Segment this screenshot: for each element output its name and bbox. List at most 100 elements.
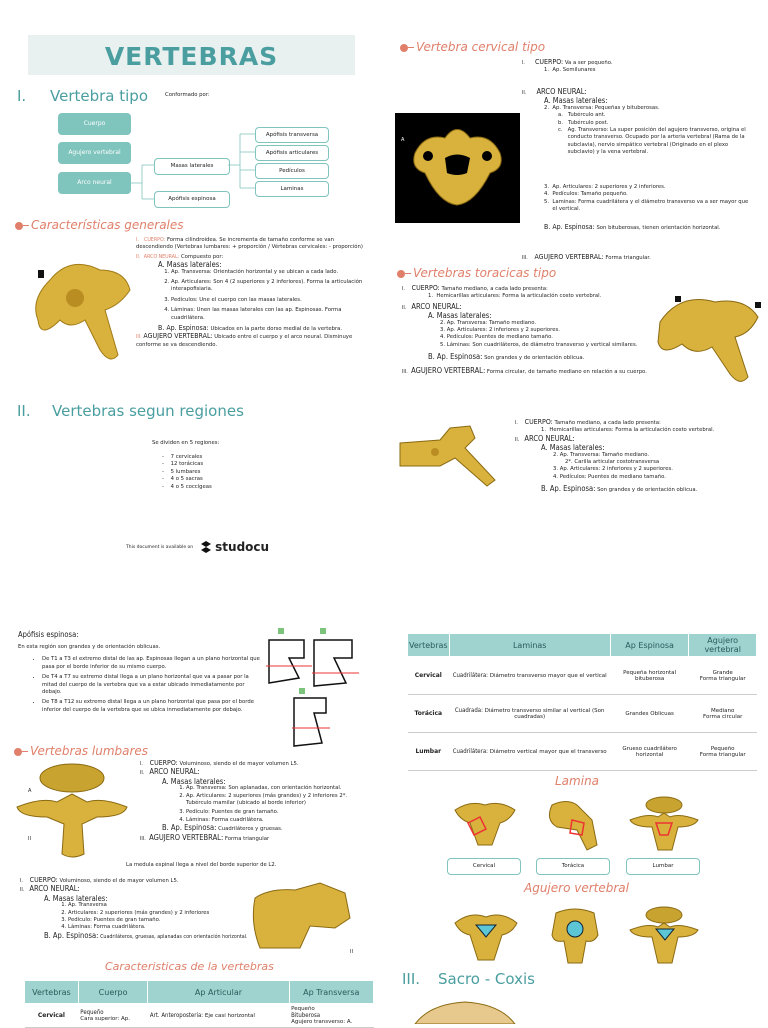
tor-l3-num: III. <box>402 368 408 375</box>
cmp-ag-1: Pequeño <box>710 745 735 752</box>
gen-b-label: B. Ap. Espinosa: <box>158 324 209 333</box>
lumb2-l1-label: CUERPO: <box>29 876 58 884</box>
spinous-process-diagram <box>266 628 359 747</box>
car-art-2: Eje casi horizontal <box>204 1013 255 1019</box>
cerv-l3-num: III. <box>522 255 528 261</box>
section-3-title: Sacro - Coxis <box>438 970 535 988</box>
gen-l2-text: Compuesto por: <box>180 253 224 260</box>
cerv-l2-label: ARCO NEURAL: <box>536 87 587 96</box>
lumb-masas-label: A. Masas laterales: <box>162 776 226 786</box>
lumb2-item-1: Ap. Transversa <box>68 902 260 909</box>
section-2-title: Vertebras segun regiones <box>52 402 244 420</box>
tor2-hemicarillas: 1. Hemicarillas articulares: Forma la ar… <box>541 427 715 434</box>
cmp-laminas-cell: Cuadrilátera: Diámetro vertical mayor qu… <box>449 732 611 771</box>
tor2-l1-num: I. <box>515 420 518 426</box>
tor-b-label: B. Ap. Espinosa: <box>428 352 483 362</box>
cervical-title: Vertebra cervical tipo <box>416 40 546 54</box>
lumb-b-text: Cuadriláteros y gruesas. <box>218 826 283 833</box>
agujero-lumbar-image <box>629 906 699 964</box>
cerv-sub-c: c. Ag. Transverso: La super posición del… <box>522 127 752 157</box>
gen-cuerpo-line: I. CUERPO: Forma cilindroidea. Se increm… <box>136 237 371 252</box>
section-3-number: III. <box>402 970 421 988</box>
lumb2-masas-list: Ap. Transversa Articulares: 2 superiores… <box>20 902 260 932</box>
car-cuerpo-1: Pequeño <box>80 1009 104 1016</box>
box-apofisis-transversa: Apófisis transversa <box>255 127 329 143</box>
svg-text:A: A <box>401 137 405 143</box>
agujero-toracica-image <box>551 908 599 964</box>
box-cuerpo: Cuerpo <box>58 113 131 135</box>
gen-l3-num: III. <box>136 334 142 341</box>
caracteristicas-table: Vertebras Cuerpo Ap Articular Ap Transve… <box>24 980 375 1028</box>
studocu-footer[interactable]: This document is available on studocu <box>126 540 269 554</box>
gen-item-3: Pedículos: Une el cuerpo con las masas l… <box>171 297 371 304</box>
caracteristicas-title: Caracteristicas de la vertebras <box>105 960 274 973</box>
cerv-l3-label: AGUJERO VERTEBRAL: <box>534 253 604 261</box>
cervical-heading: Vertebra cervical tipo <box>400 40 545 54</box>
bullet-dot-icon <box>397 269 405 278</box>
region-item: - 12 torácicas <box>162 461 204 468</box>
apofisis-item-1: De T1 a T3 el extremo distal de las ap. … <box>42 656 263 671</box>
cerv-sub-a: a. Tubérculo ant. <box>558 112 606 119</box>
tor2-item: 2. Ap. Transversa: Tamaño mediano. <box>553 451 650 458</box>
cmp-espinosa-cell: Grueso cuadrilátero horizontal <box>610 732 689 771</box>
tor-l3-label: AGUJERO VERTEBRAL: <box>411 365 486 375</box>
cerv-cuerpo-line: I. CUERPO: Va a ser pequeño. <box>522 58 752 67</box>
gen-l1-num: I. <box>136 237 139 243</box>
cerv-l3-text: Forma triangular. <box>605 255 651 261</box>
lamina-label-lumbar: Lumbar <box>626 858 700 875</box>
gen-l3-label: AGUJERO VERTEBRAL: <box>143 332 213 341</box>
cervical-agujero: III. AGUJERO VERTEBRAL: Forma triangular… <box>522 253 752 262</box>
cervical-rest: 3. Ap. Articulares: 2 superiores y 2 inf… <box>544 184 754 232</box>
lamina-cervical-image <box>454 802 516 846</box>
generales-text: I. CUERPO: Forma cilindroidea. Se increm… <box>136 237 371 349</box>
cerv-transversa: 2. Ap. Transversa: Pequeñas y bituberosa… <box>544 104 660 111</box>
gen-l3-text: Ubicado entre el cuerpo y el arco neural… <box>136 334 353 348</box>
generales-heading: Características generales <box>15 218 184 232</box>
gen-l2-label: ARCO NEURAL: <box>143 253 180 260</box>
section-1-number: I. <box>17 87 27 105</box>
cerv-sub-c-text: Ag. Transverso: La super posición del ag… <box>567 127 746 156</box>
bullet-dot-icon <box>14 747 22 756</box>
cmp-vertebra-cell: Cervical <box>407 656 450 695</box>
toracicas-title: Vertebras toracicas tipo <box>413 266 557 280</box>
car-tr-2: Bituberosa <box>291 1012 321 1019</box>
agujero-cervical-image <box>454 914 518 961</box>
lumbares-title: Vertebras lumbares <box>30 744 149 758</box>
lumb-cuerpo-line: I. CUERPO: Voluminoso, siendo el de mayo… <box>140 759 365 768</box>
cerv-semilunares: 1. Ap. Semilunares <box>544 67 596 74</box>
region-item: - 4 o 5 sacras <box>162 476 203 483</box>
cmp-lam-text: Diámetro vertical mayor que el transvers… <box>489 749 607 755</box>
tor2-b-text: Son grandes y de orientación oblicua. <box>597 487 698 494</box>
tor-espinosa: B. Ap. Espinosa: Son grandes y de orient… <box>402 353 662 362</box>
gen-masas-list: Ap. Transversa: Orientación horizontal y… <box>136 269 371 322</box>
tor-agujero: III. AGUJERO VERTEBRAL: Forma circular, … <box>402 365 662 376</box>
cmp-row-lumbar: Lumbar Cuadrilátera: Diámetro vertical m… <box>407 732 757 771</box>
cerv-sub-a-text: Tubérculo ant. <box>567 112 606 119</box>
gen-item-1: Ap. Transversa: Orientación horizontal y… <box>171 269 371 276</box>
cerv-espinosa: B. Ap. Espinosa: Son bituberosas, tienen… <box>544 223 754 232</box>
cerv-articulares: 3. Ap. Articulares: 2 superiores y 2 inf… <box>544 184 666 190</box>
cerv-sub-b: b. Tubérculo post. <box>558 119 609 126</box>
apofisis-title: Apófisis espinosa: <box>18 630 79 639</box>
lumbares-text-2: I. CUERPO: Voluminoso, siendo el de mayo… <box>20 876 260 941</box>
car-header: Vertebras <box>24 980 79 1004</box>
cervical-cuerpo: I. CUERPO: Va a ser pequeño. 1. Ap. Semi… <box>522 58 752 75</box>
car-tr-3: Agujero transverso: A. <box>291 1019 353 1025</box>
cerv-i4: Pedículos: Tamaño pequeño. <box>552 191 628 198</box>
lumb-arco-line: II. ARCO NEURAL: <box>140 768 365 777</box>
apofisis-block: Apófisis espinosa: En esta región son gr… <box>18 630 263 714</box>
page-title: VERTEBRAS <box>104 42 279 71</box>
bullet-dot-icon <box>400 43 408 52</box>
box-apofisis-articulares: Apófisis articulares <box>255 145 329 161</box>
car-header: Ap Articular <box>147 980 290 1004</box>
cmp-ag-2: Forma triangular <box>699 751 746 758</box>
lamina-toracica-image <box>548 801 598 851</box>
cmp-lam-text: Diámetro transverso mayor que el vertica… <box>489 673 607 679</box>
section-1-title: Vertebra tipo <box>50 87 148 105</box>
lumb2-masas-label: A. Masas laterales: <box>44 893 108 903</box>
apofisis-list: De T1 a T3 el extremo distal de las ap. … <box>18 656 263 714</box>
cerv-l1-sub: Ap. Semilunares <box>552 67 596 74</box>
tor2-l2-label: ARCO NEURAL: <box>524 433 575 443</box>
